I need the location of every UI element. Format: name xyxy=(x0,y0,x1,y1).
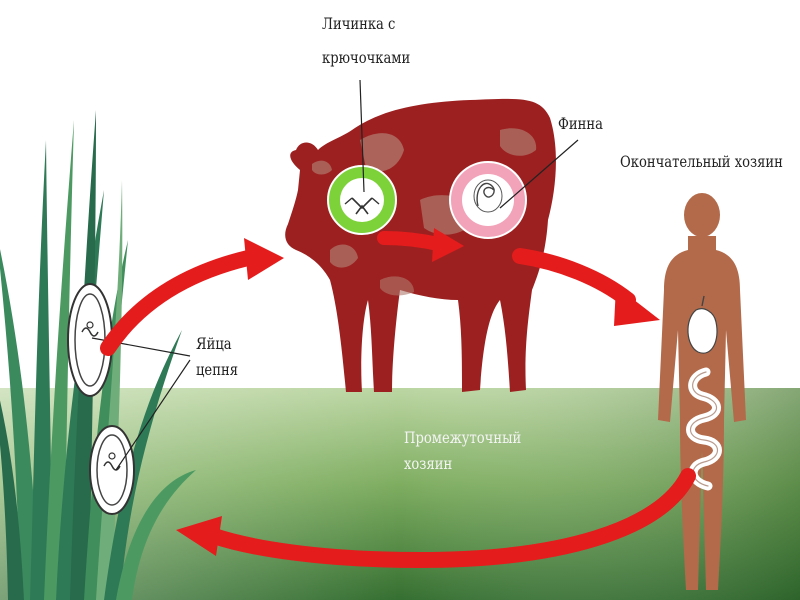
larva-icon xyxy=(328,166,396,234)
larva-label-line1: Личинка с xyxy=(322,14,395,34)
eggs-label-line1: Яйца xyxy=(196,334,232,354)
intermediate-host-label-line2: хозяин xyxy=(404,454,452,474)
arrow-icon xyxy=(520,256,660,326)
larva-label-line2: крючочками xyxy=(322,48,410,68)
arrow-icon xyxy=(108,238,284,348)
intermediate-host-label-line1: Промежуточный xyxy=(404,428,521,448)
finna-label: Финна xyxy=(558,114,603,134)
finna-icon xyxy=(450,162,526,238)
final-host-label: Окончательный хозяин xyxy=(620,152,783,172)
eggs-label-line2: цепня xyxy=(196,360,238,380)
egg-icon xyxy=(90,426,134,514)
